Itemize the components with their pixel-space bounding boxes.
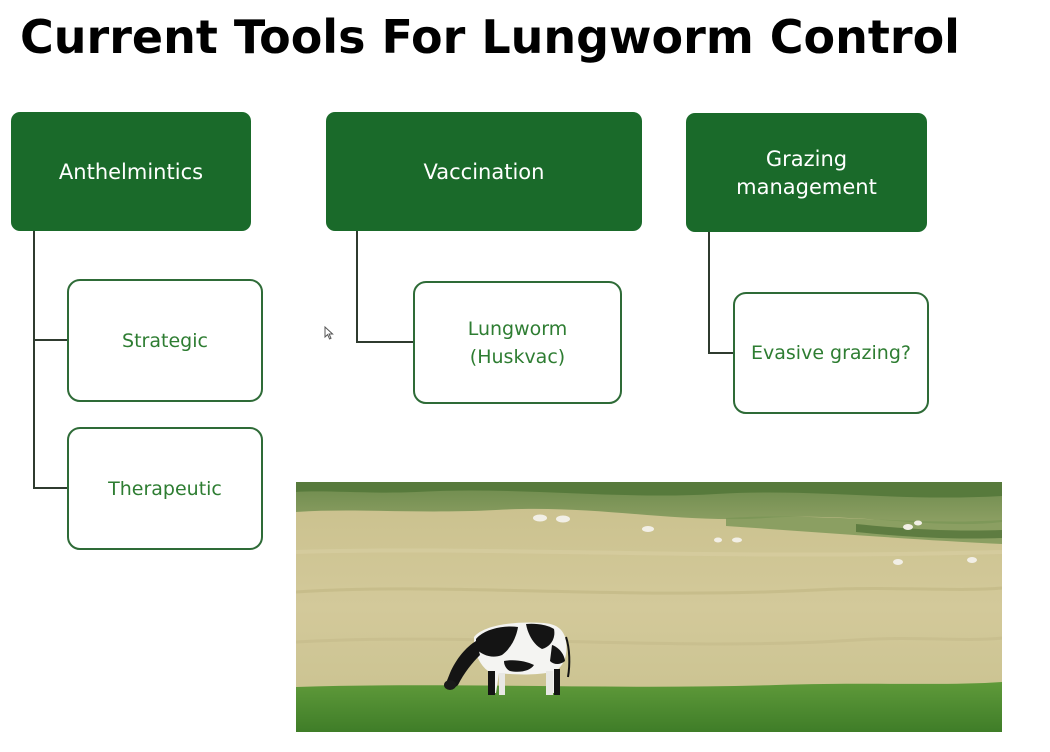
item-strategic: Strategic <box>67 279 263 402</box>
category-label: Vaccination <box>423 159 545 184</box>
category-grazing-management: Grazing management <box>686 113 927 232</box>
mouse-pointer-icon <box>324 326 334 340</box>
category-label: Anthelmintics <box>58 159 204 184</box>
item-evasive-grazing: Evasive grazing? <box>733 292 929 414</box>
pasture-photo <box>296 482 1002 732</box>
connector-vaccination <box>356 231 414 343</box>
cow <box>444 622 571 695</box>
connector-grazing <box>708 232 734 354</box>
slide-title: Current Tools For Lungworm Control <box>20 10 960 64</box>
category-vaccination: Vaccination <box>326 112 642 231</box>
item-therapeutic: Therapeutic <box>67 427 263 550</box>
item-label: Evasive grazing? <box>751 342 911 364</box>
item-label: Lungworm (Huskvac) <box>467 317 568 368</box>
category-anthelmintics: Anthelmintics <box>11 112 251 231</box>
category-label: Grazing management <box>736 146 877 199</box>
connector-anthelmintics <box>33 231 68 489</box>
item-label: Therapeutic <box>108 477 222 500</box>
item-lungworm-huskvac: Lungworm (Huskvac) <box>413 281 622 404</box>
item-label: Strategic <box>122 329 208 352</box>
